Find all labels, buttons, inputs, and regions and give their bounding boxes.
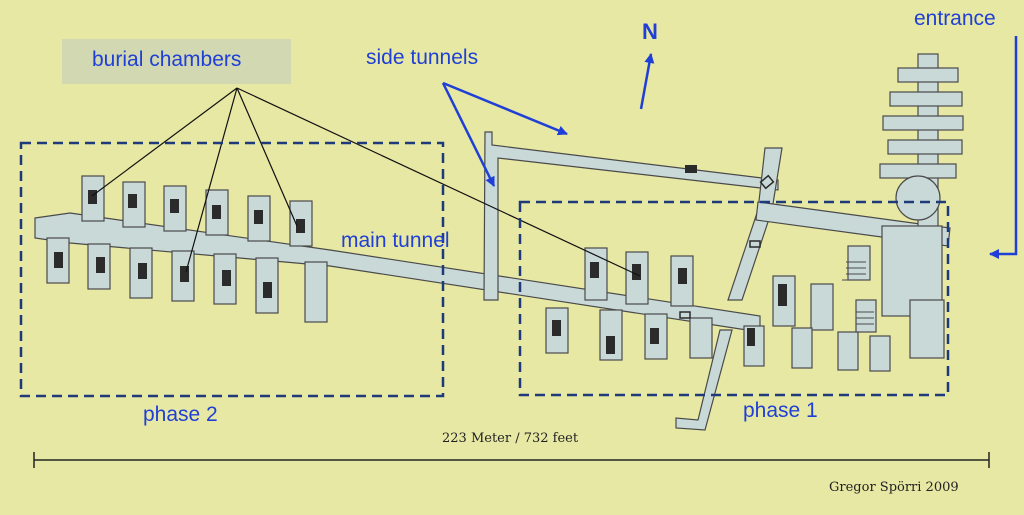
- scale-bar: [33, 452, 990, 468]
- burial-chamber-pointers: [91, 87, 641, 277]
- phase-1-label: phase 1: [743, 399, 818, 422]
- side-tunnels-label: side tunnels: [366, 46, 479, 69]
- north-label: N: [642, 19, 658, 44]
- phase-2-box: [19, 141, 445, 398]
- entrance-label: entrance: [914, 7, 996, 30]
- stairs: [842, 261, 874, 325]
- entrance-arrow: [989, 36, 1018, 259]
- north-arrow: [639, 53, 655, 110]
- phase-2-label: phase 2: [143, 403, 218, 426]
- side-tunnel-arrows: [441, 81, 568, 187]
- scale-label: 223 Meter / 732 feet: [442, 431, 579, 446]
- main-tunnel-label: main tunnel: [341, 229, 450, 252]
- burial-chambers-label: burial chambers: [92, 48, 242, 71]
- phase-1-box: [518, 200, 950, 397]
- credit-label: Gregor Spörri 2009: [829, 480, 959, 495]
- burial-chambers-label-box: [62, 39, 291, 84]
- chamber-markers: [54, 165, 787, 354]
